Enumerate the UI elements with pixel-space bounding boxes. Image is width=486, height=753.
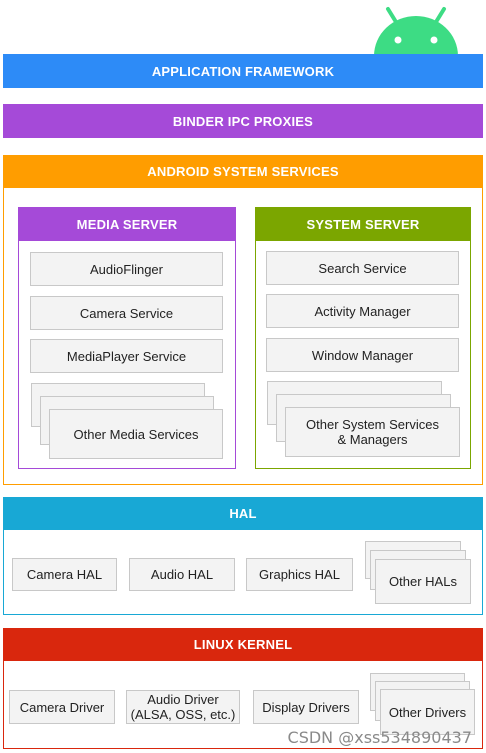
system-server-header: SYSTEM SERVER: [255, 207, 471, 241]
activity-manager-box: Activity Manager: [266, 294, 459, 328]
mediaplayer-service-box: MediaPlayer Service: [30, 339, 223, 373]
camera-driver-box: Camera Driver: [9, 690, 115, 724]
binder-ipc-bar: BINDER IPC PROXIES: [3, 104, 483, 138]
camera-hal-box: Camera HAL: [12, 558, 117, 591]
camera-service-box: Camera Service: [30, 296, 223, 330]
audio-driver-box: Audio Driver (ALSA, OSS, etc.): [126, 690, 240, 724]
display-drivers-box: Display Drivers: [253, 690, 359, 724]
audioflinger-box: AudioFlinger: [30, 252, 223, 286]
other-drivers-box: Other Drivers: [380, 689, 475, 735]
window-manager-box: Window Manager: [266, 338, 459, 372]
other-media-services-box: Other Media Services: [49, 409, 223, 459]
audio-hal-box: Audio HAL: [129, 558, 235, 591]
graphics-hal-box: Graphics HAL: [246, 558, 353, 591]
android-robot-icon: [374, 7, 458, 56]
hal-header: HAL: [3, 497, 483, 530]
other-hals-box: Other HALs: [375, 559, 471, 604]
system-services-header: ANDROID SYSTEM SERVICES: [3, 155, 483, 188]
other-system-services-box: Other System Services & Managers: [285, 407, 460, 457]
application-framework-bar: APPLICATION FRAMEWORK: [3, 54, 483, 88]
watermark: CSDN @xss534890437: [287, 728, 472, 747]
kernel-header: LINUX KERNEL: [3, 628, 483, 661]
media-server-header: MEDIA SERVER: [18, 207, 236, 241]
search-service-box: Search Service: [266, 251, 459, 285]
